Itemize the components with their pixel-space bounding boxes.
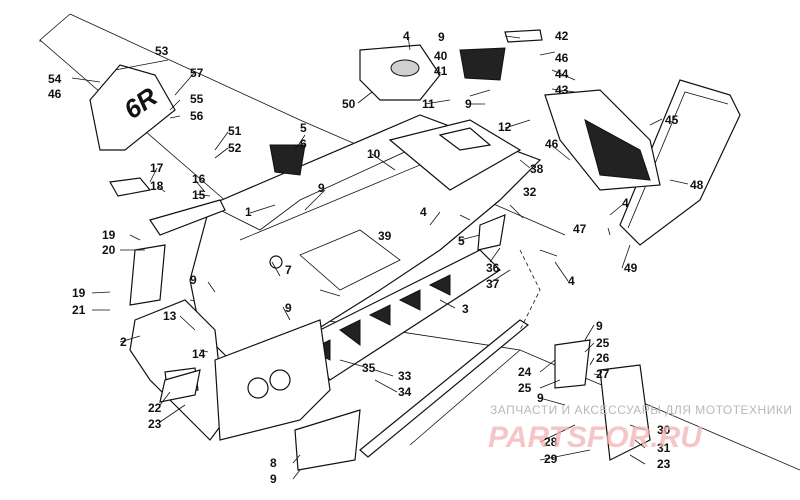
callout-4-bumper: 4 bbox=[622, 196, 629, 210]
callout-34: 34 bbox=[398, 385, 412, 399]
callout-50: 50 bbox=[342, 97, 356, 111]
callout-9-a: 9 bbox=[318, 181, 325, 195]
callout-9-d: 9 bbox=[465, 97, 472, 111]
callout-16: 16 bbox=[192, 172, 206, 186]
callout-49: 49 bbox=[624, 261, 638, 275]
callout-40: 40 bbox=[434, 49, 448, 63]
callout-52: 52 bbox=[228, 141, 242, 155]
callout-31: 31 bbox=[657, 441, 671, 455]
plate-part-22 bbox=[159, 369, 201, 403]
callout-30: 30 bbox=[657, 423, 671, 437]
running-board-part bbox=[299, 249, 501, 381]
callout-22: 22 bbox=[148, 401, 162, 415]
panel-part-24 bbox=[554, 339, 591, 389]
callout-2: 2 bbox=[120, 335, 127, 349]
callout-20: 20 bbox=[102, 243, 116, 257]
watermark-subtitle: ЗАПЧАСТИ И АКСЕССУАРЫ ДЛЯ МОТОТЕХНИКИ bbox=[490, 403, 792, 417]
callout-37: 37 bbox=[486, 277, 500, 291]
callout-41: 41 bbox=[434, 64, 448, 78]
callout-9-f: 9 bbox=[596, 319, 603, 333]
callout-9-g: 9 bbox=[537, 391, 544, 405]
callout-27: 27 bbox=[596, 367, 610, 381]
callout-17: 17 bbox=[150, 161, 164, 175]
callout-46-mid: 46 bbox=[545, 137, 559, 151]
callout-3: 3 bbox=[462, 302, 469, 316]
callout-46-top: 46 bbox=[555, 51, 569, 65]
callout-9-h: 9 bbox=[270, 472, 277, 486]
pad-part-17 bbox=[109, 177, 152, 197]
callout-21: 21 bbox=[72, 303, 86, 317]
callout-19-top: 19 bbox=[102, 228, 116, 242]
snow-flap-part bbox=[544, 89, 661, 191]
callout-53: 53 bbox=[155, 44, 169, 58]
seat-part bbox=[359, 44, 441, 101]
callout-23-left: 23 bbox=[148, 417, 162, 431]
bracket-part-5 bbox=[269, 144, 306, 176]
callout-45: 45 bbox=[665, 113, 679, 127]
hood-decal-part: 6R bbox=[89, 64, 176, 151]
bracket-part bbox=[459, 47, 506, 81]
plate-part-8 bbox=[294, 409, 361, 471]
watermark-brand: PARTSFOR.RU bbox=[488, 421, 703, 454]
chain-part-37 bbox=[519, 249, 541, 331]
callout-14: 14 bbox=[192, 347, 206, 361]
callout-11: 11 bbox=[422, 97, 435, 111]
callout-5-top: 5 bbox=[300, 121, 307, 135]
callout-13: 13 bbox=[163, 309, 177, 323]
callout-38: 38 bbox=[530, 162, 544, 176]
callout-18: 18 bbox=[150, 179, 164, 193]
callout-35: 35 bbox=[362, 361, 376, 375]
callout-44: 44 bbox=[555, 67, 569, 81]
callout-15: 15 bbox=[192, 188, 206, 202]
guard-part-27 bbox=[599, 364, 651, 461]
callout-4-right: 4 bbox=[568, 274, 575, 288]
callout-9-c: 9 bbox=[285, 301, 292, 315]
callout-48: 48 bbox=[690, 178, 704, 192]
callout-8: 8 bbox=[270, 456, 277, 470]
callout-39: 39 bbox=[378, 229, 392, 243]
callout-4-mid: 4 bbox=[420, 205, 427, 219]
callout-26: 26 bbox=[596, 351, 610, 365]
callout-6: 6 bbox=[300, 137, 307, 151]
arm-part-15 bbox=[149, 199, 226, 236]
callout-19-bottom: 19 bbox=[72, 286, 86, 300]
callout-29: 29 bbox=[544, 452, 558, 466]
callout-23-right: 23 bbox=[657, 457, 671, 471]
callout-9-e: 9 bbox=[438, 30, 445, 44]
rail-part-33 bbox=[359, 319, 530, 458]
callout-25-top: 25 bbox=[596, 336, 610, 350]
callout-54: 54 bbox=[48, 72, 62, 86]
callout-32: 32 bbox=[523, 185, 537, 199]
callout-47: 47 bbox=[573, 222, 587, 236]
bracket-part-20 bbox=[129, 244, 166, 306]
callout-33: 33 bbox=[398, 369, 412, 383]
leader-lines bbox=[71, 35, 689, 480]
callout-24: 24 bbox=[518, 365, 532, 379]
callout-28: 28 bbox=[544, 435, 558, 449]
callout-57: 57 bbox=[190, 66, 204, 80]
callout-1: 1 bbox=[245, 205, 252, 219]
callout-25-bottom: 25 bbox=[518, 381, 532, 395]
callout-56: 56 bbox=[190, 109, 204, 123]
callout-36: 36 bbox=[486, 261, 500, 275]
callout-12: 12 bbox=[498, 120, 512, 134]
callout-55: 55 bbox=[190, 92, 204, 106]
callout-7: 7 bbox=[285, 263, 292, 277]
callout-10: 10 bbox=[367, 147, 381, 161]
bracket-part-36 bbox=[477, 214, 506, 251]
callout-51: 51 bbox=[228, 124, 242, 138]
grab-handle-part bbox=[504, 29, 543, 43]
callout-4-seat: 4 bbox=[403, 29, 410, 43]
callout-5-right: 5 bbox=[458, 234, 465, 248]
tunnel-part bbox=[189, 114, 542, 371]
callout-9-b: 9 bbox=[190, 273, 197, 287]
callout-43: 43 bbox=[555, 83, 569, 97]
callout-42: 42 bbox=[555, 29, 569, 43]
callout-46-left: 46 bbox=[48, 87, 62, 101]
